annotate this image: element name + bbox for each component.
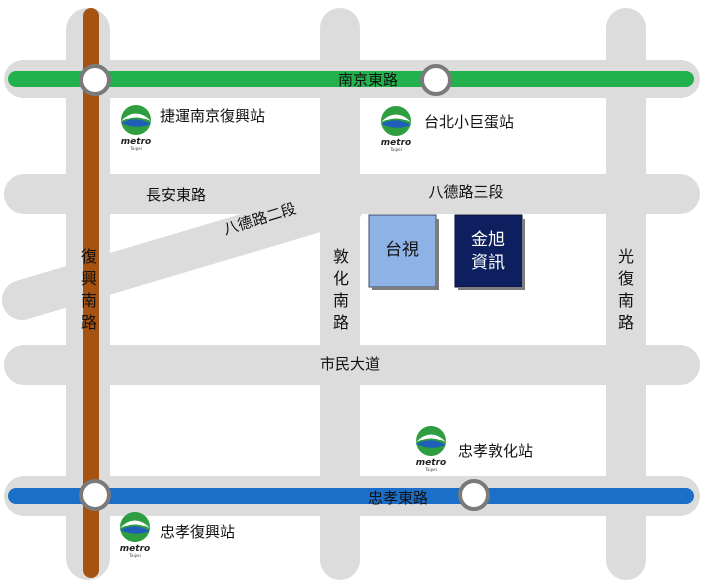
svg-text:化: 化 [333, 269, 349, 288]
svg-text:敦: 敦 [333, 247, 349, 266]
road-civic-blvd [4, 345, 700, 385]
road-guangfu-s [606, 8, 646, 580]
road-label-civic-blvd: 市民大道 [320, 355, 380, 373]
svg-text:興: 興 [81, 269, 97, 288]
svg-text:Taipei: Taipei [389, 147, 401, 152]
station-circle-icon [79, 64, 111, 96]
svg-text:復: 復 [618, 269, 634, 288]
taipei-metro-logo-icon: metro Taipei [119, 103, 153, 151]
svg-text:光: 光 [618, 247, 634, 266]
station-label-nanjing-fuxing: 捷運南京復興站 [160, 107, 265, 125]
svg-text:路: 路 [333, 313, 349, 332]
taipei-metro-logo-icon: metro Taipei [118, 510, 152, 558]
svg-text:Taipei: Taipei [424, 467, 436, 472]
building-label-jinxu-2: 資訊 [471, 253, 505, 273]
svg-text:路: 路 [81, 313, 97, 332]
building-label-jinxu-1: 金旭 [471, 230, 505, 250]
svg-text:Taipei: Taipei [129, 146, 141, 151]
station-label-zhongxiao-fuxing: 忠孝復興站 [160, 523, 235, 541]
svg-text:南: 南 [81, 291, 97, 310]
building-ttv: 台視 [368, 214, 439, 290]
road-bade-2 [2, 184, 365, 320]
road-label-zhongxiao-e: 忠孝東路 [368, 489, 428, 507]
station-circle-icon [79, 479, 111, 511]
station-label-zhongxiao-dunhua: 忠孝敦化站 [458, 442, 533, 460]
road-label-changan-e: 長安東路 [146, 186, 206, 204]
taipei-metro-logo-icon: metro Taipei [379, 104, 413, 152]
svg-text:路: 路 [618, 313, 634, 332]
station-circle-icon [458, 479, 490, 511]
svg-text:Taipei: Taipei [128, 553, 140, 558]
road-label-fuxing-s: 復 興 南 路 [81, 247, 97, 332]
station-label-taipei-arena: 台北小巨蛋站 [424, 113, 514, 131]
svg-text:南: 南 [618, 291, 634, 310]
svg-text:metro: metro [381, 138, 411, 148]
svg-text:metro: metro [416, 458, 446, 468]
road-label-dunhua-s: 敦 化 南 路 [333, 247, 349, 332]
road-label-nanjing-e: 南京東路 [338, 71, 398, 89]
svg-text:metro: metro [120, 544, 150, 554]
station-circle-icon [420, 64, 452, 96]
building-label-ttv: 台視 [385, 240, 419, 260]
svg-text:復: 復 [81, 247, 97, 266]
svg-text:南: 南 [333, 291, 349, 310]
svg-text:metro: metro [121, 137, 151, 147]
taipei-metro-logo-icon: metro Taipei [414, 424, 448, 472]
road-label-bade-3: 八德路三段 [428, 183, 503, 201]
building-jinxu: 金旭 資訊 [454, 214, 525, 290]
road-label-guangfu-s: 光 復 南 路 [618, 247, 634, 332]
road-dunhua-s [320, 8, 360, 580]
